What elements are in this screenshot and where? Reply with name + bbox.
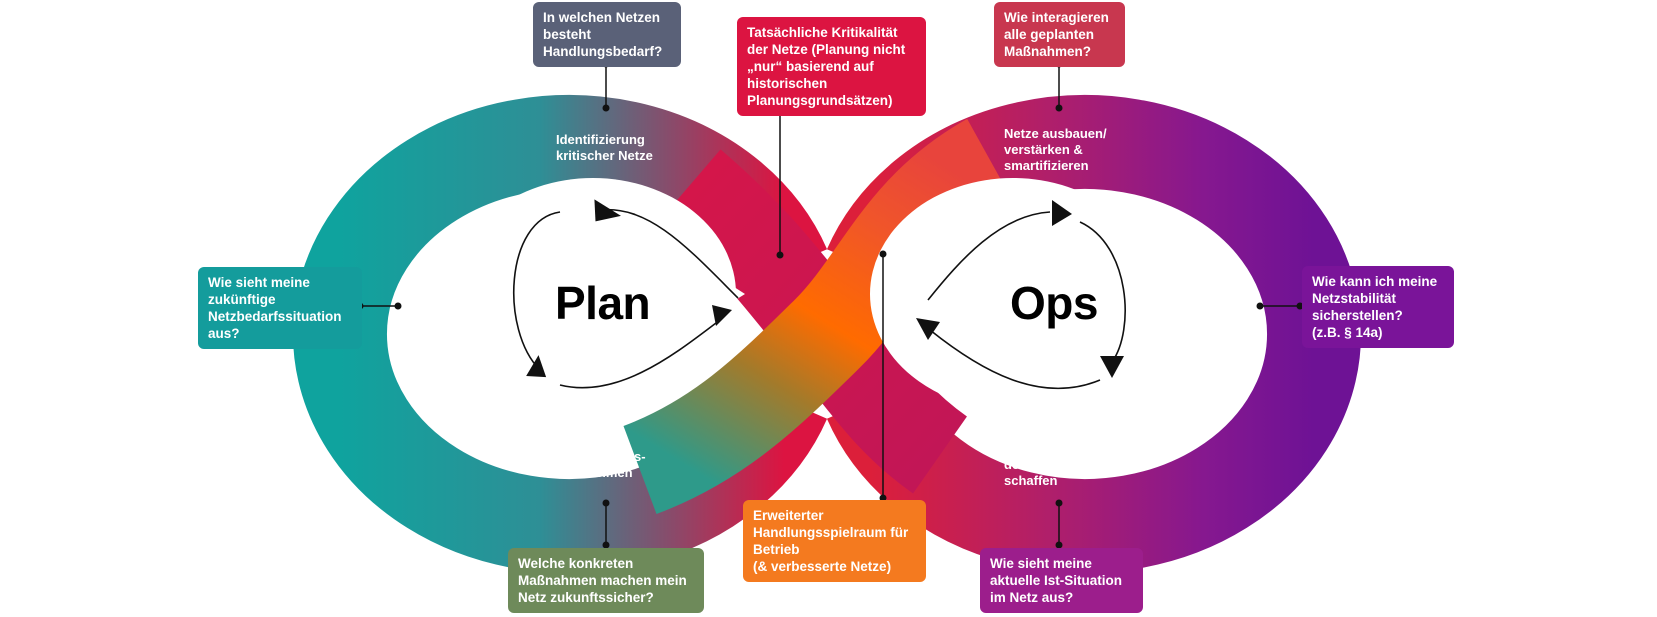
ops-hole <box>870 178 1156 410</box>
ring-label-transparency: (Live-)Transparenz der Netzsituation sch… <box>1004 441 1120 488</box>
ops-arrowheads <box>916 200 1124 378</box>
plan-arrowheads <box>526 199 732 378</box>
plan-title: Plan <box>555 277 651 329</box>
ops-cycle-arrows <box>927 211 1126 390</box>
box-stability: Wie kann ich meine Netzstabilität sicher… <box>1302 266 1454 348</box>
ring-label-expand: Netze ausbauen/ verstärken & smartifizie… <box>1004 126 1107 173</box>
ring-label-operate: Netze betreiben & warten <box>1184 283 1243 330</box>
box-interact: Wie interagieren alle geplanten Maßnahme… <box>994 2 1125 67</box>
ring-label-identify: Identifizierung kritischer Netze <box>556 132 653 163</box>
box-scope: Erweiterter Handlungsspielraum für Betri… <box>743 500 926 582</box>
connector-lines <box>360 64 1300 545</box>
plan-cycle-arrows <box>513 208 739 389</box>
box-current-situation: Wie sieht meine aktuelle Ist-Situation i… <box>980 548 1143 613</box>
box-criticality: Tatsächliche Kritikalität der Netze (Pla… <box>737 17 926 116</box>
box-concrete-measures: Welche konkreten Maßnahmen machen mein N… <box>508 548 704 613</box>
ring-label-measures: Netzplanungs- maßnahmen <box>556 449 646 480</box>
box-future-demand: Wie sieht meine zukünftige Netzbedarfssi… <box>198 267 362 349</box>
ops-title: Ops <box>1010 277 1098 329</box>
box-need-action: In welchen Netzen besteht Handlungsbedar… <box>533 2 681 67</box>
ring-label-assess: Planerische Bewertung von Netz- kapazitä… <box>416 283 478 336</box>
plan-hole <box>450 178 736 410</box>
